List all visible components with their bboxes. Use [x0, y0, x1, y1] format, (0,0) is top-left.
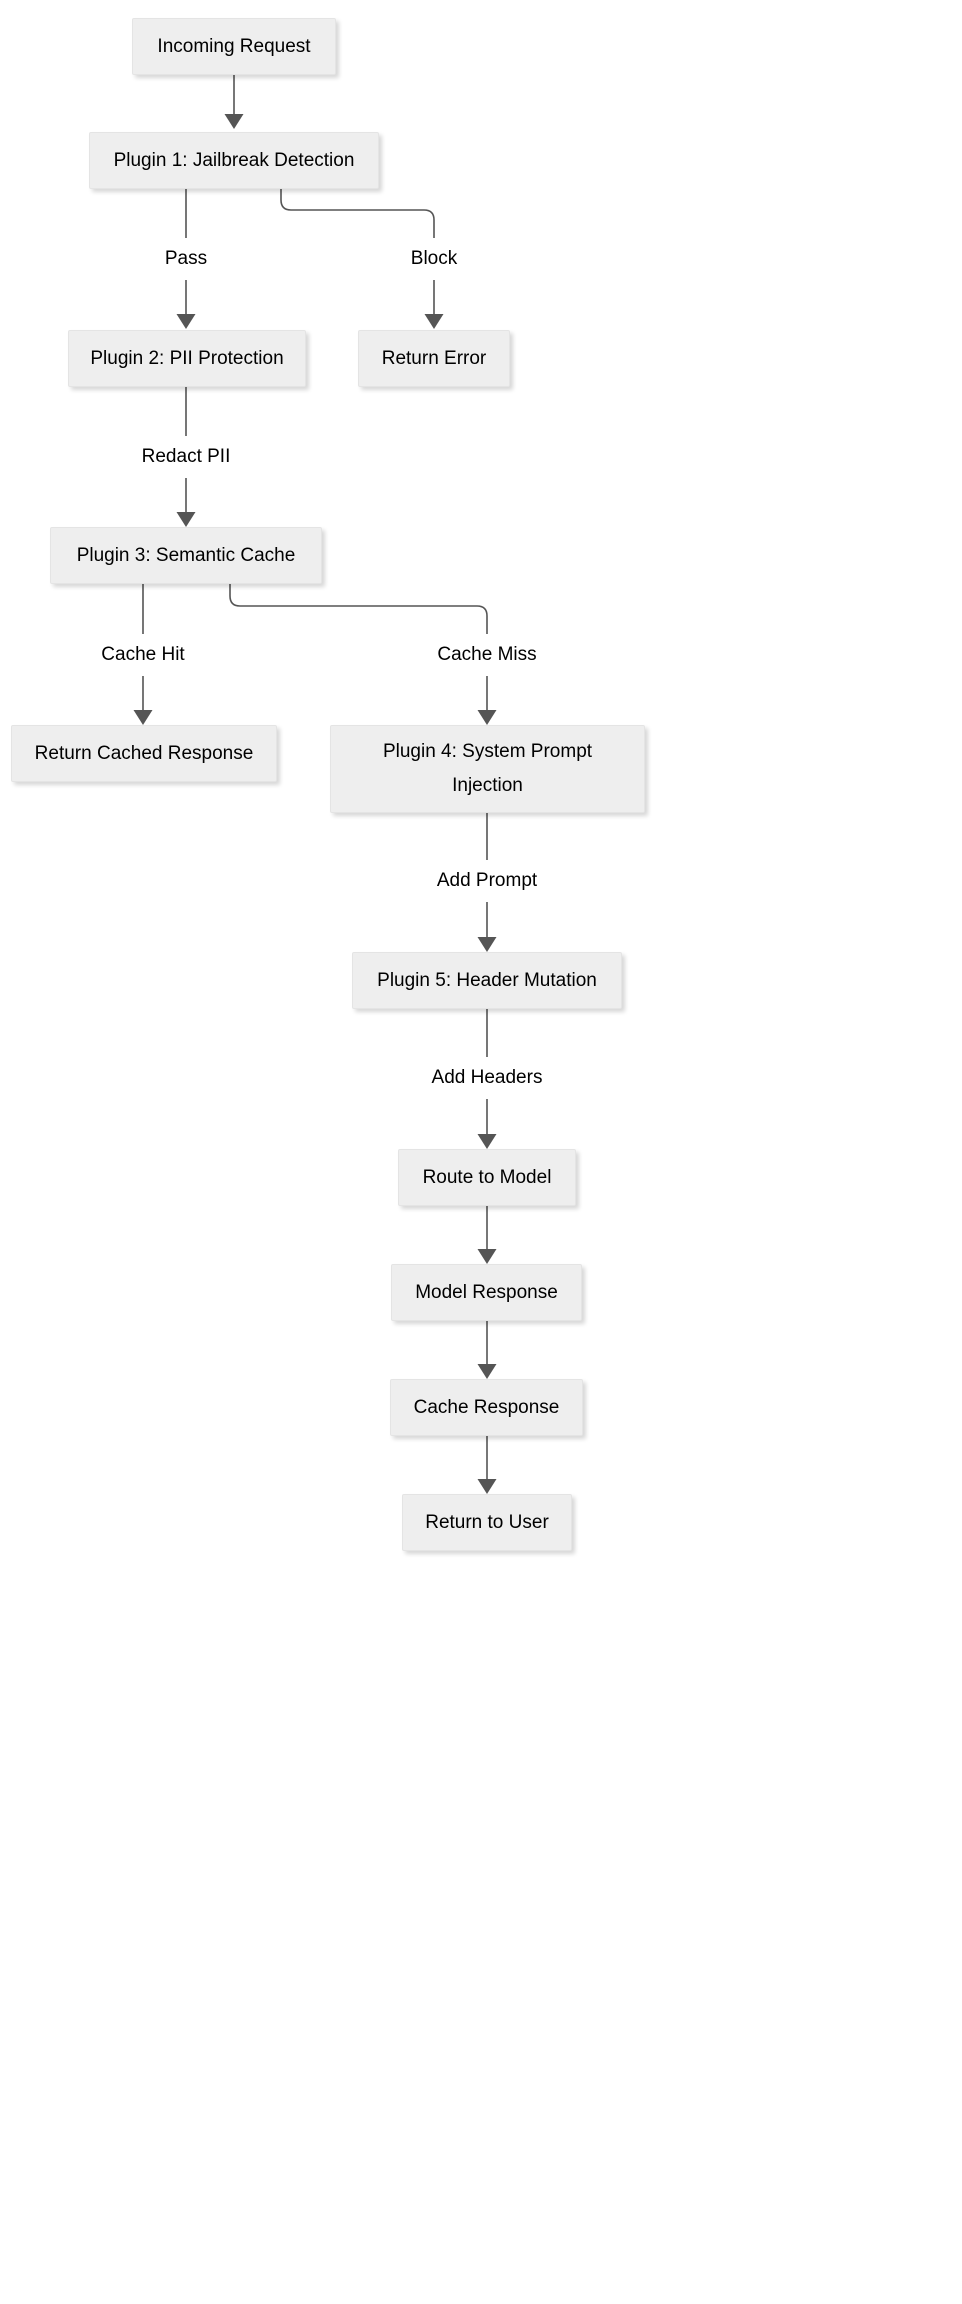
edge-label-plugin2-to-plugin3: Redact PII — [137, 445, 235, 469]
node-label-plugin1: Plugin 1: Jailbreak Detection — [113, 149, 355, 171]
arrowhead — [477, 937, 497, 952]
node-label-plugin5: Plugin 5: Header Mutation — [377, 969, 597, 991]
node-return_error[interactable]: Return Error — [358, 330, 510, 387]
node-label-model_response: Model Response — [415, 1281, 558, 1303]
node-plugin4[interactable]: Plugin 4: System Prompt Injection — [330, 725, 645, 813]
node-label-plugin3: Plugin 3: Semantic Cache — [76, 544, 296, 566]
node-plugin5[interactable]: Plugin 5: Header Mutation — [352, 952, 622, 1009]
node-label-cache_response: Cache Response — [413, 1396, 560, 1418]
node-route_to_model[interactable]: Route to Model — [398, 1149, 576, 1206]
node-plugin2[interactable]: Plugin 2: PII Protection — [68, 330, 306, 387]
arrowhead — [477, 1134, 497, 1149]
node-label-route_to_model: Route to Model — [422, 1166, 552, 1188]
arrowhead — [224, 114, 244, 129]
edge-label-plugin1-to-plugin2: Pass — [160, 247, 212, 271]
arrowhead — [176, 314, 196, 329]
edge-label-plugin4-to-plugin5: Add Prompt — [432, 869, 542, 893]
node-return_to_user[interactable]: Return to User — [402, 1494, 572, 1551]
arrowhead — [133, 710, 153, 725]
node-plugin1[interactable]: Plugin 1: Jailbreak Detection — [89, 132, 379, 189]
node-label-return_cached: Return Cached Response — [34, 742, 254, 764]
arrowhead — [424, 314, 444, 329]
arrowhead — [477, 1249, 497, 1264]
edge-label-plugin1-to-return_error: Block — [406, 247, 462, 271]
node-incoming_request[interactable]: Incoming Request — [132, 18, 336, 75]
arrowhead — [477, 1479, 497, 1494]
arrowhead — [477, 1364, 497, 1379]
edge-label-plugin5-to-route_to_model: Add Headers — [427, 1066, 547, 1090]
edge-label-plugin3-to-return_cached: Cache Hit — [97, 643, 189, 667]
node-return_cached[interactable]: Return Cached Response — [11, 725, 277, 782]
node-cache_response[interactable]: Cache Response — [390, 1379, 583, 1436]
edge-label-plugin3-to-plugin4: Cache Miss — [433, 643, 541, 667]
node-plugin3[interactable]: Plugin 3: Semantic Cache — [50, 527, 322, 584]
node-label-plugin2: Plugin 2: PII Protection — [90, 347, 284, 369]
node-label-return_to_user: Return to User — [425, 1511, 549, 1533]
node-label-incoming_request: Incoming Request — [157, 35, 311, 57]
node-label-plugin4: Plugin 4: System Prompt Injection — [382, 741, 593, 796]
arrowhead — [477, 710, 497, 725]
node-label-return_error: Return Error — [381, 347, 487, 369]
arrowhead — [176, 512, 196, 527]
node-model_response[interactable]: Model Response — [391, 1264, 582, 1321]
